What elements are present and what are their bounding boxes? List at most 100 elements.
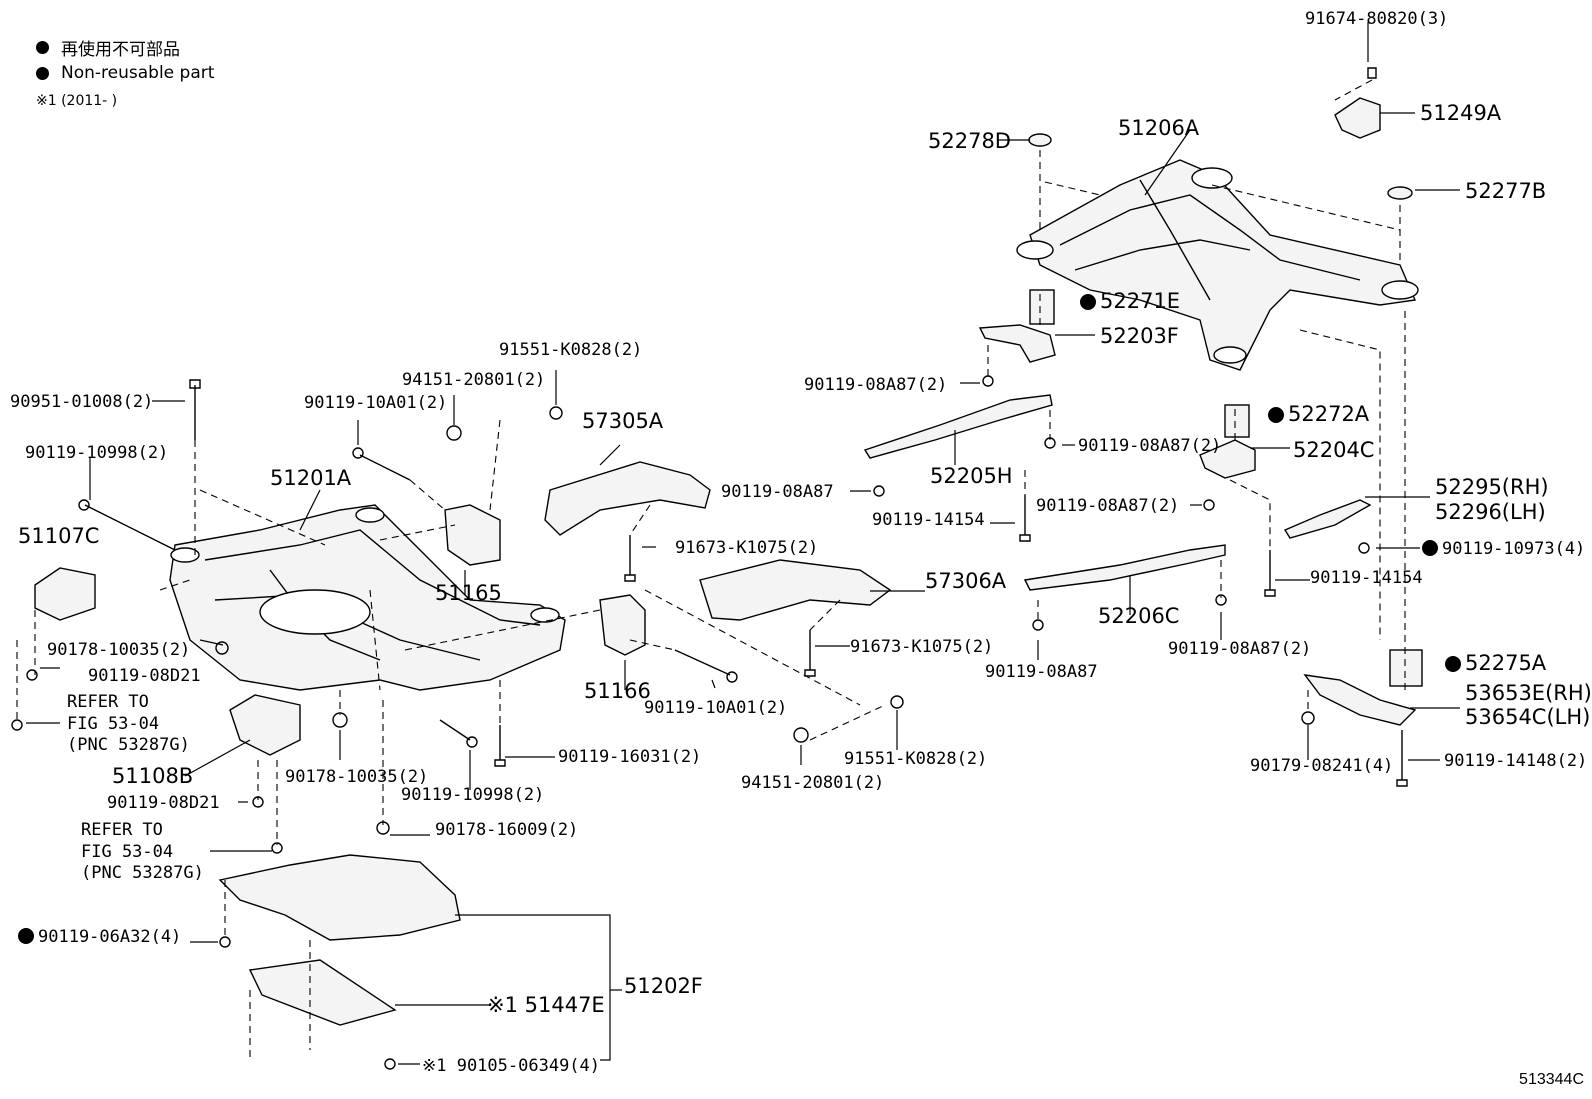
label-l40: 90119-08D21 xyxy=(88,666,201,686)
label-l35: 51107C xyxy=(18,524,99,548)
part-number-text: 52277B xyxy=(1465,179,1546,203)
part-number-text: 91673-K1075(2) xyxy=(850,637,993,657)
part-number-text: 51249A xyxy=(1420,101,1502,125)
part-number-text: 91673-K1075(2) xyxy=(675,538,818,558)
label-l6: 52271E xyxy=(1080,289,1180,313)
label-l1: 91674-80820(3) xyxy=(1305,9,1448,29)
part-number-text: 90119-16031(2) xyxy=(558,747,701,767)
part-number-text: 90178-10035(2) xyxy=(285,767,428,787)
part-number-text: 90119-06A32(4) xyxy=(38,927,181,947)
label-l16: 90119-08A87(2) xyxy=(1036,496,1179,516)
non-reusable-dot-icon xyxy=(1445,656,1461,672)
part-number-text: REFER TO xyxy=(81,820,163,840)
bracket-51165-drawing xyxy=(444,504,501,566)
legend-jp-text: 再使用不可部品 xyxy=(61,39,180,60)
part-number-text: 53654C(LH) xyxy=(1465,705,1590,729)
front-subframe-drawing xyxy=(169,504,566,691)
label-l30: 90119-10A01(2) xyxy=(304,393,447,413)
part-number-text: FIG 53-04 xyxy=(81,842,173,862)
label-l10: 90119-08A87(2) xyxy=(1078,436,1221,456)
part-number-text: 51108B xyxy=(112,764,193,788)
label-l39: 90178-10035(2) xyxy=(47,640,190,660)
brace-52295-drawing xyxy=(1283,499,1372,539)
cushion-52271e-drawing xyxy=(1029,289,1055,325)
label-l57: (PNC 53287G) xyxy=(81,863,204,883)
non-reusable-dot-icon xyxy=(1422,540,1438,556)
part-number-text: 51165 xyxy=(435,581,502,605)
brace-57306a-drawing xyxy=(699,559,892,621)
label-l32: 90119-10998(2) xyxy=(25,443,168,463)
arm-52203f-drawing xyxy=(978,324,1056,363)
label-l17: 90119-14154 xyxy=(872,510,985,530)
part-drawings xyxy=(11,22,1460,1070)
undercover-51202f-drawing xyxy=(218,854,461,941)
part-number-text: 52203F xyxy=(1100,324,1179,348)
label-l26: 90179-08241(4) xyxy=(1250,756,1393,776)
part-number-text: 90119-08A87(2) xyxy=(804,375,947,395)
part-number-text: 52295(RH) xyxy=(1435,475,1549,499)
part-number-text: 51202F xyxy=(624,974,703,998)
bracket-51249a-drawing xyxy=(1334,97,1381,139)
label-l61: ※1 90105-06349(4) xyxy=(422,1056,600,1076)
label-l49: 91551-K0828(2) xyxy=(844,749,987,769)
legend-row-en: Non-reusable part xyxy=(36,60,214,86)
part-number-text: 90119-08A87 xyxy=(985,662,1098,682)
part-number-text: 51201A xyxy=(270,466,352,490)
label-l60: ※1 51447E xyxy=(487,993,605,1017)
brace-57305a-drawing xyxy=(544,461,711,536)
part-number-text: (PNC 53287G) xyxy=(67,735,190,755)
part-number-text: 90119-10973(4) xyxy=(1442,539,1585,559)
part-number-text: 90119-08D21 xyxy=(88,666,201,686)
label-l22: 90119-08A87 xyxy=(985,662,1098,682)
legend-row-jp: 再使用不可部品 xyxy=(36,34,214,60)
part-number-text: 94151-20801(2) xyxy=(402,370,545,390)
bolt-drawings xyxy=(11,67,1408,1070)
label-l25: 53654C(LH) xyxy=(1465,705,1590,729)
label-l38: 57306A xyxy=(925,569,1007,593)
part-number-text: (PNC 53287G) xyxy=(81,863,204,883)
label-l33: 57305A xyxy=(582,409,664,433)
label-l11: 52204C xyxy=(1293,438,1374,462)
cushion-52272a-drawing xyxy=(1224,404,1250,438)
non-reusable-dot-icon xyxy=(1080,294,1096,310)
part-number-text: 90119-10A01(2) xyxy=(304,393,447,413)
plate-53653e-drawing xyxy=(1303,674,1417,726)
label-l41: 91673-K1075(2) xyxy=(850,637,993,657)
part-number-text: 57305A xyxy=(582,409,664,433)
part-number-text: 90178-10035(2) xyxy=(47,640,190,660)
part-number-text: 94151-20801(2) xyxy=(741,773,884,793)
bracket-51166-drawing xyxy=(599,594,646,656)
label-l15: 90119-08A87 xyxy=(721,482,834,502)
part-number-text: REFER TO xyxy=(67,692,149,712)
legend-en-text: Non-reusable part xyxy=(61,63,215,83)
label-l48: 90119-16031(2) xyxy=(558,747,701,767)
stopper-52278d-drawing xyxy=(1028,133,1052,147)
label-l44: REFER TO xyxy=(67,692,149,712)
non-reusable-dot-icon xyxy=(18,928,34,944)
non-reusable-dot-icon xyxy=(1268,407,1284,423)
label-l51: 90178-10035(2) xyxy=(285,767,428,787)
label-l29: 94151-20801(2) xyxy=(402,370,545,390)
label-l46: (PNC 53287G) xyxy=(67,735,190,755)
figure-id: 513344C xyxy=(1519,1071,1584,1088)
label-l12: 52205H xyxy=(930,464,1013,488)
non-reusable-dot-icon xyxy=(36,66,49,80)
assembly-lines xyxy=(16,79,1406,1060)
legend-note: ※1 (2011- ) xyxy=(36,93,118,109)
stopper-52277b-drawing xyxy=(1387,186,1413,200)
label-l21: 90119-08A87(2) xyxy=(1168,639,1311,659)
part-number-text: ※1 51447E xyxy=(487,993,605,1017)
part-number-text: FIG 53-04 xyxy=(67,714,159,734)
leader-lines xyxy=(26,22,1460,1065)
label-l23: 52275A xyxy=(1445,651,1547,675)
label-l13: 52295(RH) xyxy=(1435,475,1549,499)
brace-52205h-drawing xyxy=(863,394,1053,459)
part-number-text: 90119-10A01(2) xyxy=(644,698,787,718)
part-number-text: 52204C xyxy=(1293,438,1374,462)
label-l4: 51206A xyxy=(1118,116,1200,140)
part-number-text: 90119-08D21 xyxy=(107,793,220,813)
part-number-text: 51166 xyxy=(584,679,651,703)
part-number-text: 52271E xyxy=(1100,289,1180,313)
part-number-text: 90178-16009(2) xyxy=(435,820,578,840)
label-l2: 51249A xyxy=(1420,101,1502,125)
